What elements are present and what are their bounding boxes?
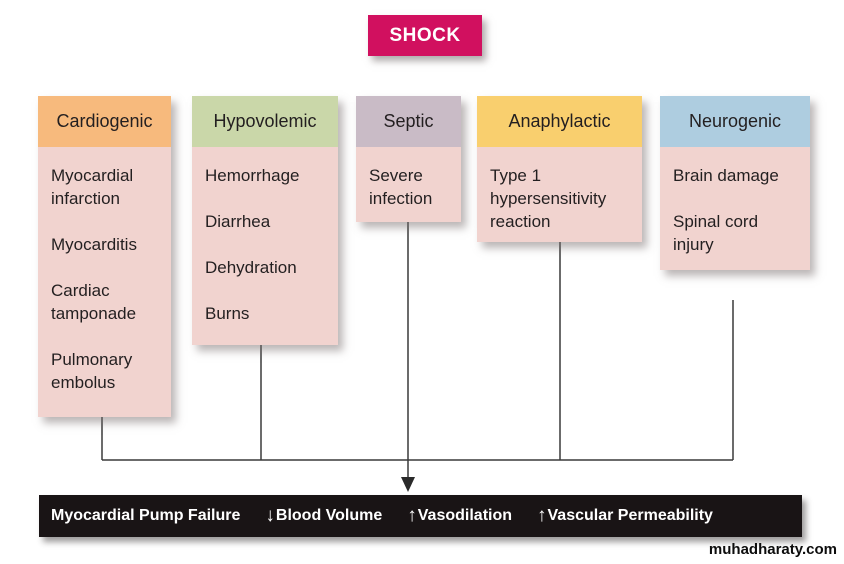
column-causes: Type 1 hypersensitivity reaction: [477, 147, 642, 242]
outcome-bar: Myocardial Pump Failure ↓ Blood Volume ↑…: [39, 495, 802, 537]
column-title: Cardiogenic: [56, 111, 153, 131]
outcome-label: Blood Volume: [275, 507, 383, 524]
up-arrow-icon: ↑: [537, 505, 547, 526]
column-anaphylactic: Anaphylactic Type 1 hypersensitivity rea…: [477, 96, 642, 242]
down-arrowhead-icon: [401, 477, 415, 492]
cause-item: Pulmonary embolus: [51, 350, 133, 392]
cause-item: Myocardial infarction: [51, 166, 134, 208]
cause-item: Hemorrhage: [205, 166, 300, 185]
cause-item: Type 1 hypersensitivity reaction: [490, 166, 607, 231]
cause-item: Myocarditis: [51, 235, 137, 254]
outcome-segment-vasodilation: ↑ Vasodilation: [407, 505, 512, 527]
column-header: Anaphylactic: [477, 96, 642, 147]
column-causes: Severe infection: [356, 147, 461, 222]
column-septic: Septic Severe infection: [356, 96, 461, 222]
watermark: muhadharaty.com: [708, 541, 837, 558]
cause-item: Diarrhea: [205, 212, 271, 231]
column-title: Anaphylactic: [508, 111, 611, 131]
column-causes: Brain damage Spinal cord injury: [660, 147, 810, 270]
column-title: Septic: [383, 111, 434, 131]
cause-item: Brain damage: [673, 166, 779, 185]
outcome-label: Vasodilation: [417, 507, 513, 524]
outcome-segment-vascular-permeability: ↑ Vascular Permeability: [537, 505, 713, 527]
up-arrow-icon: ↑: [407, 505, 417, 526]
column-causes: Myocardial infarction Myocarditis Cardia…: [38, 147, 171, 417]
column-title: Neurogenic: [688, 111, 782, 131]
outcome-label: Myocardial Pump Failure: [51, 507, 241, 524]
shock-title-label: SHOCK: [389, 24, 461, 46]
column-neurogenic: Neurogenic Brain damage Spinal cord inju…: [660, 96, 810, 270]
outcome-segment-pump-failure: Myocardial Pump Failure: [50, 507, 240, 525]
outcome-segment-blood-volume: ↓ Blood Volume: [265, 505, 382, 527]
column-causes: Hemorrhage Diarrhea Dehydration Burns: [192, 147, 338, 345]
column-title: Hypovolemic: [213, 111, 317, 131]
column-header: Hypovolemic: [192, 96, 338, 147]
cause-item: Spinal cord injury: [673, 212, 759, 254]
down-arrow-icon: ↓: [265, 505, 275, 526]
column-header: Septic: [356, 96, 461, 147]
cause-item: Dehydration: [205, 258, 297, 277]
cause-item: Burns: [205, 304, 250, 323]
column-cardiogenic: Cardiogenic Myocardial infarction Myocar…: [38, 96, 171, 417]
cause-item: Severe infection: [369, 166, 433, 208]
outcome-label: Vascular Permeability: [547, 507, 713, 524]
cause-item: Cardiac tamponade: [51, 281, 137, 323]
shock-title-box: SHOCK: [368, 15, 482, 56]
column-header: Cardiogenic: [38, 96, 171, 147]
column-header: Neurogenic: [660, 96, 810, 147]
column-hypovolemic: Hypovolemic Hemorrhage Diarrhea Dehydrat…: [192, 96, 338, 345]
